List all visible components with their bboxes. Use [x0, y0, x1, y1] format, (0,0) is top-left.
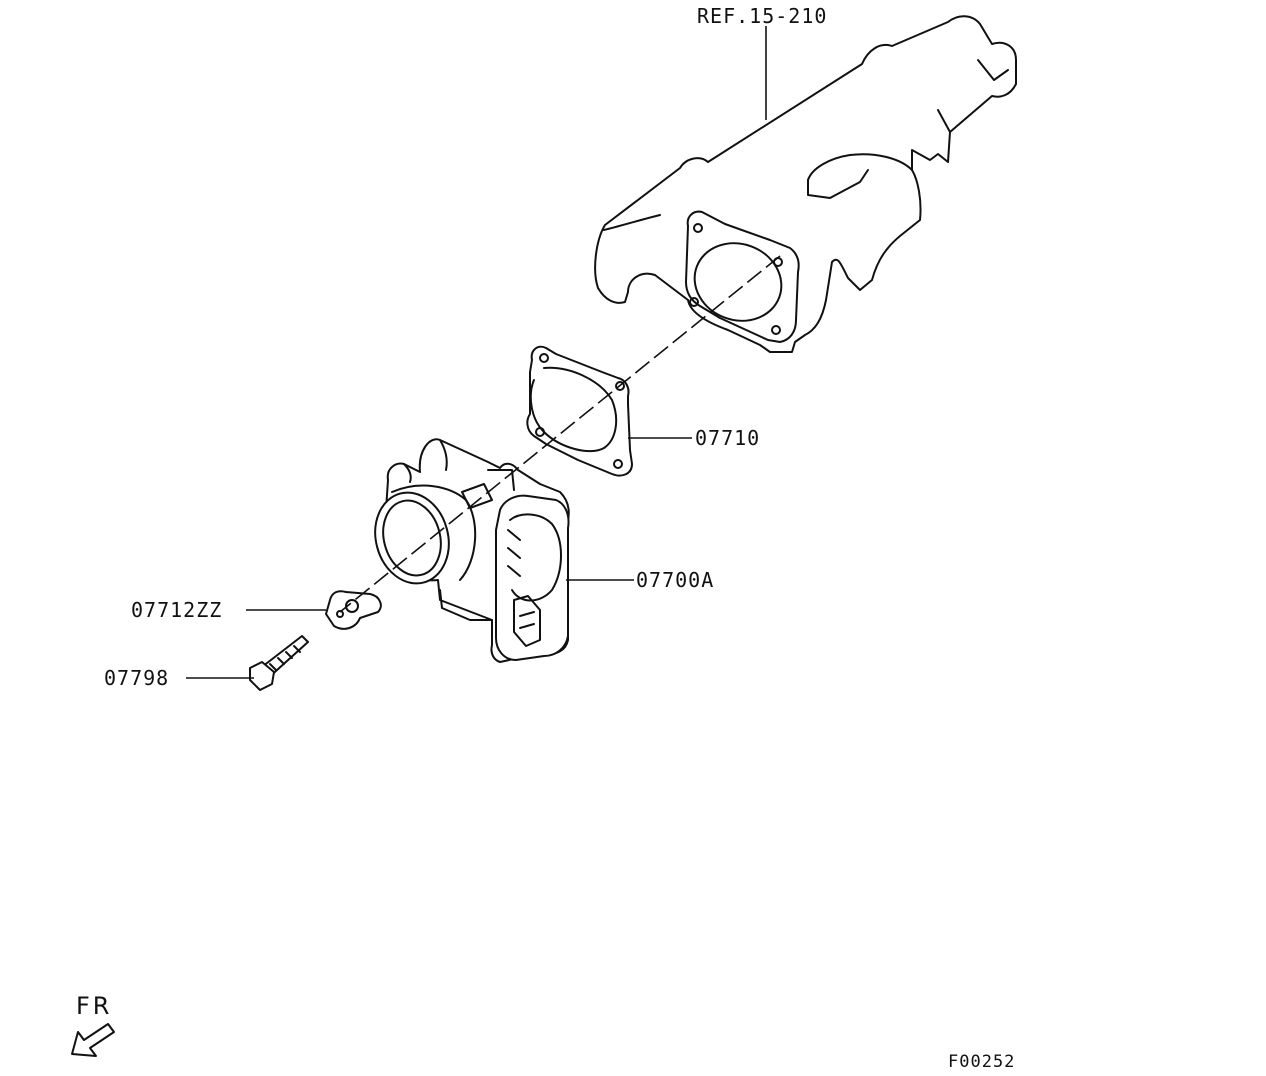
leader-lines — [186, 26, 767, 679]
front-arrow-icon — [71, 1023, 115, 1057]
gasket-label: 07710 — [695, 426, 760, 450]
ref-label: REF.15-210 — [697, 4, 827, 28]
throttle-body-label: 07700A — [636, 568, 714, 592]
gasket — [526, 345, 633, 477]
figure-code: F00252 — [948, 1052, 1015, 1072]
throttle-body — [374, 438, 570, 663]
bolt — [249, 635, 309, 691]
front-indicator: FR — [71, 992, 115, 1057]
bolt-label: 07798 — [104, 666, 169, 690]
front-indicator-label: FR — [76, 992, 112, 1020]
bracket-label: 07712ZZ — [131, 598, 222, 622]
assembly-center-line — [339, 255, 781, 613]
intake-manifold — [594, 15, 1017, 353]
bracket — [325, 590, 382, 630]
